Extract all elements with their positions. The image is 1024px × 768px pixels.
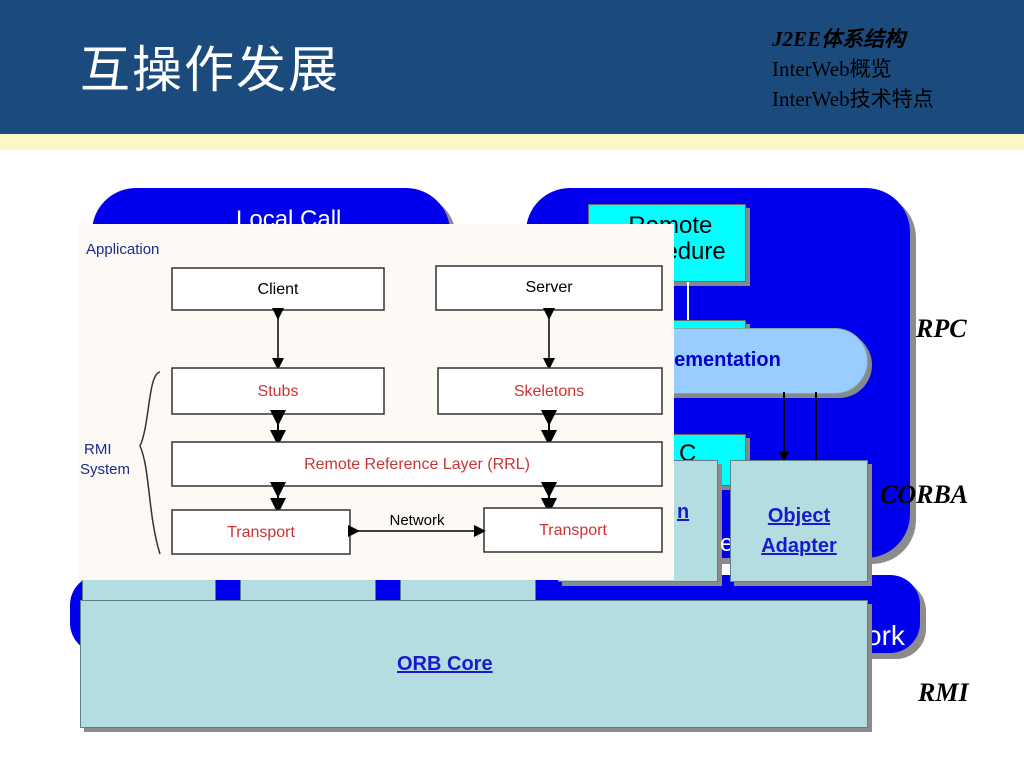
rmi-system-brace — [139, 371, 161, 555]
stubs-label: Stubs — [258, 383, 299, 400]
rmi-architecture-diagram: Application Client Server Stubs Skeleton… — [78, 224, 674, 580]
header-stripe — [0, 134, 1024, 150]
client-box — [171, 267, 385, 311]
static-skeleton-fragment[interactable]: n — [677, 501, 690, 523]
rmi-system-line-1: RMI — [84, 441, 112, 458]
transport-right-box — [483, 507, 663, 553]
transport-left-box — [171, 509, 351, 555]
rmi-application-label: Application — [86, 241, 159, 258]
nav-item-j2ee[interactable]: J2EE体系结构 — [772, 27, 906, 51]
transport-right-label: Transport — [539, 522, 607, 539]
object-adapter-label: Object Adapter — [761, 505, 837, 557]
server-box — [435, 265, 663, 311]
skeletons-label: Skeletons — [514, 383, 584, 400]
rmi-system-line-2: System — [80, 461, 130, 478]
rmi-label: RMI — [918, 678, 969, 707]
network-fragment-text: ork — [866, 620, 905, 651]
rmi-system-label: RMI System — [80, 441, 130, 478]
rrl-label: Remote Reference Layer (RRL) — [304, 456, 530, 473]
server-label: Server — [525, 279, 573, 296]
rrl-box — [171, 441, 663, 487]
header-bar — [0, 0, 1024, 134]
nav-item-overview[interactable]: InterWeb概览 — [772, 57, 892, 81]
corba-label: CORBA — [880, 480, 969, 509]
rpc-label: RPC — [916, 314, 967, 343]
network-label: Network — [389, 512, 445, 529]
orb-core-box[interactable]: ORB Core — [80, 600, 868, 728]
page-title: 互操作发展 — [80, 41, 340, 99]
nav-list: J2EE体系结构 InterWeb概览 InterWeb技术特点 — [772, 24, 934, 114]
client-label: Client — [258, 281, 299, 298]
nav-item-features[interactable]: InterWeb技术特点 — [772, 87, 934, 111]
transport-left-label: Transport — [227, 524, 295, 541]
stubs-box — [171, 367, 385, 415]
object-adapter-box[interactable]: Object Adapter — [730, 460, 868, 582]
orb-core-label: ORB Core — [397, 653, 493, 675]
rmi-diagram-svg: Application Client Server Stubs Skeleton… — [80, 241, 663, 555]
